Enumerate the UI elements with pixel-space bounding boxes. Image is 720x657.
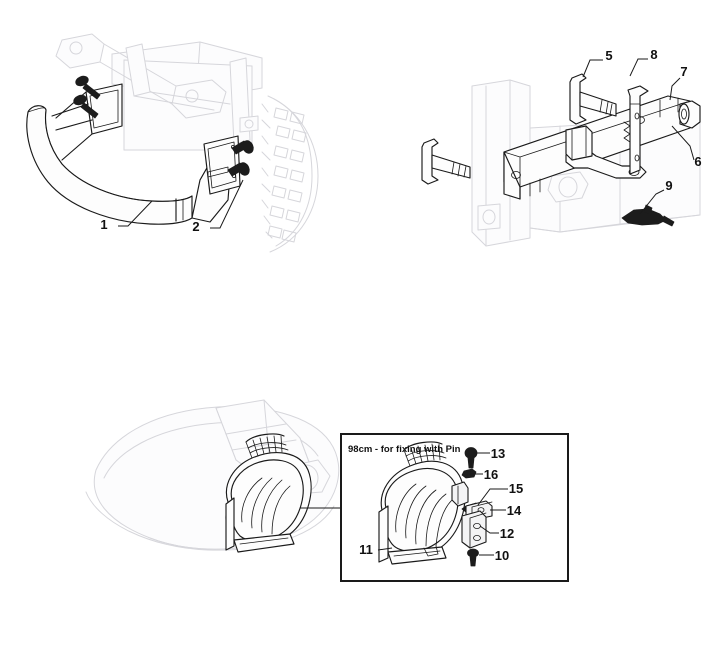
callout-1: 1 (100, 217, 107, 232)
leader-11 (377, 547, 393, 551)
callout-6: 6 (694, 154, 701, 169)
callout-5: 5 (605, 48, 612, 63)
callout-labels: 1 2 5 8 7 6 9 11 13 16 15 14 12 10 (100, 47, 701, 563)
callout-10: 10 (495, 548, 509, 563)
leader-12 (479, 525, 499, 534)
leader-5 (582, 59, 603, 78)
bumper-bar-part-1 (26, 83, 241, 225)
leader-9 (639, 189, 665, 215)
deck-deflector-group: 98cm - for fixing with Pin (85, 399, 569, 582)
bush-cap-part-7 (678, 100, 701, 129)
callout-9: 9 (665, 178, 672, 193)
callout-16: 16 (484, 467, 498, 482)
leader-1 (118, 200, 153, 227)
inset-box: 98cm - for fixing with Pin (340, 433, 569, 582)
deflector-main-view (225, 433, 312, 553)
bolt-icon-lower-left (73, 94, 99, 119)
callout-8: 8 (650, 47, 657, 62)
deflector-mount-lug (451, 481, 469, 507)
leader-15 (477, 488, 508, 506)
bolt-icon-part-10 (467, 548, 479, 567)
leader-8 (629, 58, 648, 77)
t-bolt-lower-left (421, 138, 471, 185)
front-bumper-group (26, 33, 319, 253)
leader-2 (210, 179, 244, 229)
bolt-icon-upper-left (75, 75, 101, 100)
bolt-icon-upper-right (231, 140, 254, 155)
callout-13: 13 (491, 446, 505, 461)
callout-14: 14 (507, 503, 522, 518)
pin-bracket-part-8 (627, 85, 649, 175)
tow-hitch-group (421, 58, 701, 247)
linch-pin-part-9 (621, 204, 675, 227)
t-bolt-part-5-upper (569, 73, 617, 125)
callout-11: 11 (359, 542, 373, 557)
callout-7: 7 (680, 64, 687, 79)
callout-2: 2 (192, 219, 199, 234)
leader-7 (669, 77, 681, 101)
leader-6 (671, 125, 695, 161)
ghost-tyre (261, 95, 319, 253)
deflector-inset-view (378, 441, 466, 565)
pivot-bracket-part-12 (461, 510, 487, 549)
callout-12: 12 (500, 526, 514, 541)
bolt-icon-lower-right (227, 162, 250, 177)
knob-icon-part-13 (464, 447, 478, 469)
ghost-chassis (55, 33, 263, 151)
callout-15: 15 (509, 481, 523, 496)
